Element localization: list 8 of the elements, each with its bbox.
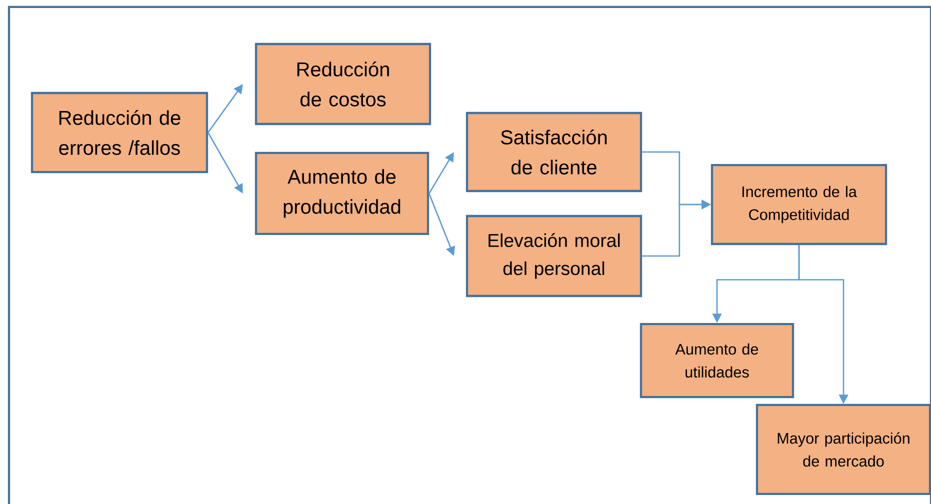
process-box: Reducción de errores /fallos: [30, 92, 208, 174]
process-box: Aumento de utilidades: [640, 322, 794, 398]
process-box: Aumento de productividad: [254, 152, 430, 236]
process-box: Mayor participación de mercado: [756, 404, 931, 496]
process-box: Incremento de la Competitividad: [710, 164, 888, 246]
process-box: Elevación moral del personal: [466, 214, 642, 298]
process-box: Reducción de costos: [254, 42, 432, 126]
process-box: Satisfacción de cliente: [466, 112, 642, 192]
